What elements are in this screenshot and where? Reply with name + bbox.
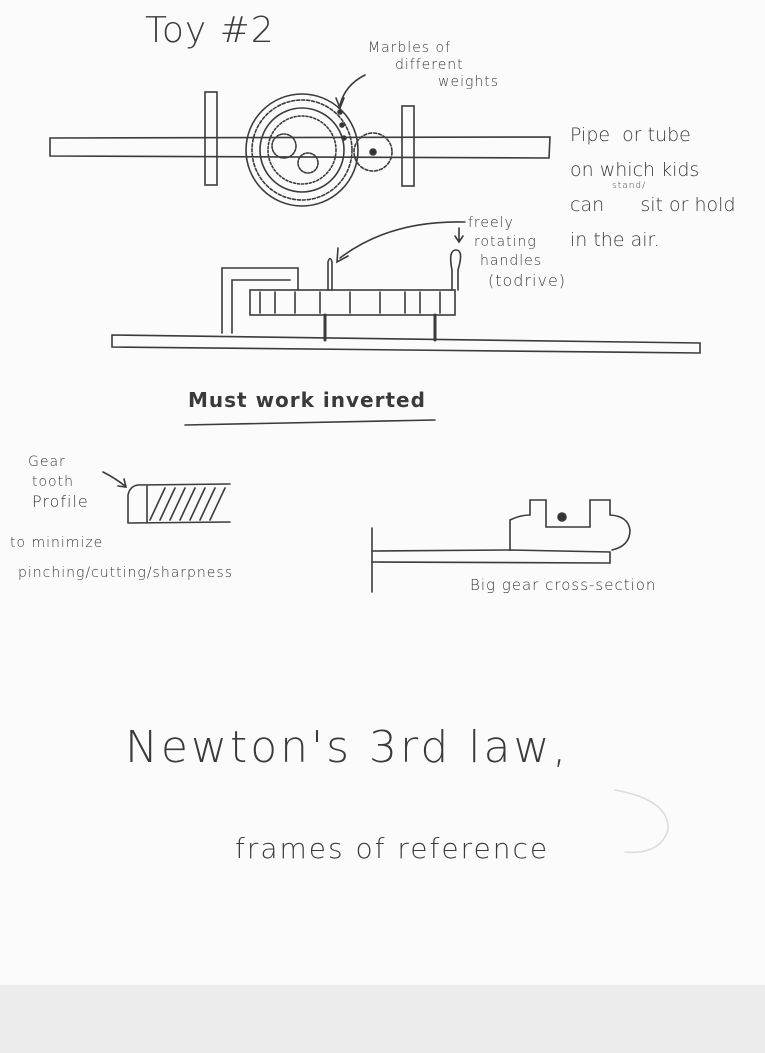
big-gear-cross-section <box>371 499 631 593</box>
handles-line-4: (todrive) <box>488 271 567 290</box>
big-gear-top-view <box>245 74 393 207</box>
handles-line-1: freely <box>468 215 514 231</box>
handles-label: freely rotating handles (todrive) <box>468 214 566 290</box>
pipe-line-3: can sit or hold <box>570 194 736 216</box>
minimize-line-2: pinching/cutting/sharpness <box>18 565 233 581</box>
marbles-line-3: weights <box>438 74 500 90</box>
side-view <box>111 221 701 354</box>
pipe-label: Pipe or tube on which kids can sit or ho… <box>570 124 736 264</box>
page-title: Toy #2 <box>145 10 275 51</box>
marbles-label: Marbles of different weights <box>368 40 499 91</box>
gear-tooth-line-2: tooth <box>32 474 74 490</box>
underline <box>184 419 436 426</box>
pipe-top-view <box>49 91 551 187</box>
scan-edge <box>0 985 765 1053</box>
newtons-law: Newton's 3rd law, <box>125 722 570 773</box>
gear-tooth-line-3: Profile <box>32 492 89 511</box>
handles-line-3: handles <box>480 253 543 269</box>
handles-line-2: rotating <box>474 234 537 250</box>
pipe-line-1: Pipe or tube <box>570 124 691 146</box>
gear-tooth-line-1: Gear <box>28 454 66 470</box>
frames-of-reference: frames of reference <box>235 832 550 865</box>
gear-tooth-profile <box>102 471 231 524</box>
pipe-line-2: on which kids <box>570 159 700 181</box>
stand-label: stand/ <box>612 181 647 191</box>
marbles-line-1: Marbles of <box>368 40 452 56</box>
cross-section-label: Big gear cross-section <box>470 576 657 594</box>
gear-tooth-label: Gear tooth Profile <box>28 452 89 512</box>
minimize-line-1: to minimize <box>10 535 104 551</box>
faint-mark <box>614 789 669 854</box>
must-work-inverted: Must work inverted <box>188 388 426 412</box>
minimize-label: to minimize pinching/cutting/sharpness <box>10 528 233 588</box>
marbles-line-2: different <box>395 57 464 73</box>
pipe-line-4: in the air. <box>570 229 660 251</box>
